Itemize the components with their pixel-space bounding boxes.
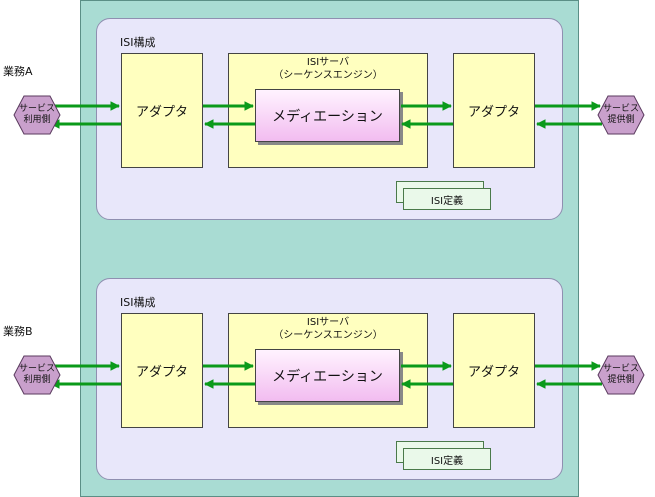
adapter-left-label-b: アダプタ [135,365,188,380]
adapter-right-b: アダプタ [453,313,535,428]
service-consumer-label-b: サービス 利用側 [14,356,60,394]
service-consumer-line1-b: サービス [18,364,55,374]
service-provider-hexagon-b [597,355,645,395]
isi-config-label-a: ISI構成 [120,36,156,49]
service-consumer-label-a: サービス 利用側 [14,96,60,134]
isi-server-title-b: ISIサーバ （シーケンスエンジン） [228,316,428,342]
isi-server-sub-b: （シーケンスエンジン） [273,330,383,341]
service-provider-line1-b: サービス [602,364,639,374]
adapter-right-label-a: アダプタ [467,105,520,120]
adapter-right-label-b: アダプタ [467,365,520,380]
mediation-label-b: メディエーション [272,368,383,385]
service-consumer-hexagon-a [13,95,61,135]
service-consumer-hexagon-b [13,355,61,395]
mediation-label-a: メディエーション [272,108,383,125]
isi-server-sub-a: （シーケンスエンジン） [273,70,383,81]
adapter-left-a: アダプタ [121,53,203,168]
service-provider-line1-a: サービス [602,104,639,114]
isi-config-label-b: ISI構成 [120,296,156,309]
isi-definition-b: ISI定義 [403,448,491,470]
adapter-left-label-a: アダプタ [135,105,188,120]
isi-server-name-a: ISIサーバ [306,57,350,68]
service-provider-hexagon-a [597,95,645,135]
service-provider-label-a: サービス 提供側 [598,96,644,134]
service-provider-line2-b: 提供側 [607,375,635,385]
mediation-box-a: メディエーション [255,89,400,142]
isi-server-title-a: ISIサーバ （シーケンスエンジン） [228,56,428,82]
isi-definition-a: ISI定義 [403,188,491,210]
adapter-right-a: アダプタ [453,53,535,168]
service-consumer-line1-a: サービス [18,104,55,114]
mediation-box-b: メディエーション [255,349,400,402]
isi-definition-label-b: ISI定義 [430,455,464,467]
service-provider-label-b: サービス 提供側 [598,356,644,394]
business-label-b: 業務B [3,325,33,338]
service-provider-line2-a: 提供側 [607,115,635,125]
isi-definition-label-a: ISI定義 [430,195,464,207]
business-label-a: 業務A [3,65,33,78]
isi-server-name-b: ISIサーバ [306,317,350,328]
service-consumer-line2-b: 利用側 [23,375,51,385]
adapter-left-b: アダプタ [121,313,203,428]
service-consumer-line2-a: 利用側 [23,115,51,125]
